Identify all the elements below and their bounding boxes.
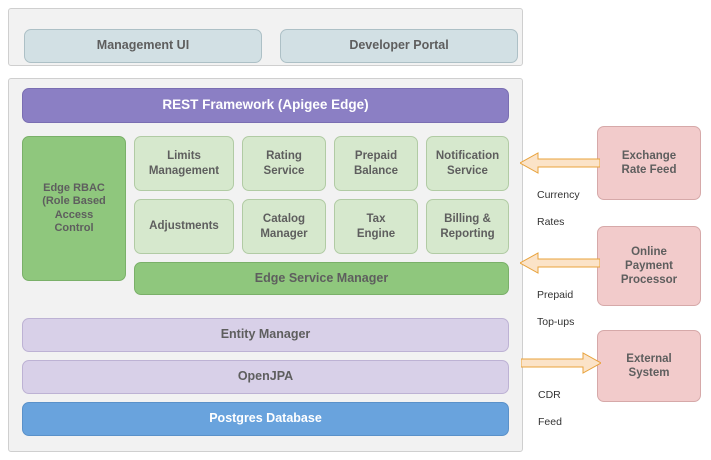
arrow-left-currency-rates [520, 152, 600, 174]
edge-rbac-line-2: (Role Based [42, 195, 106, 208]
external-box-exchange-rate-feed[interactable]: Exchange Rate Feed [597, 126, 701, 200]
service-label-line-2: Manager [260, 227, 308, 240]
client-box-management-ui[interactable]: Management UI [24, 29, 262, 63]
flow-label-line-1: CDR [538, 389, 561, 402]
flow-label-prepaid-topups: Prepaid Top-ups [537, 276, 574, 343]
service-label-line-1: Adjustments [149, 220, 219, 233]
external-label-line-2: Rate Feed [621, 164, 677, 176]
service-label-line-1: Prepaid [354, 150, 398, 163]
client-box-developer-portal[interactable]: Developer Portal [280, 29, 518, 63]
external-label-line-1: Exchange [621, 149, 677, 162]
service-label-line-2: Service [263, 164, 305, 177]
flow-label-line-1: Prepaid [537, 289, 574, 302]
flow-label-line-2: Rates [537, 216, 565, 229]
service-box-limits-management[interactable]: Limits Management [134, 136, 234, 191]
edge-service-manager-bar[interactable]: Edge Service Manager [134, 262, 509, 295]
service-label-line-1: Tax [366, 213, 386, 226]
openjpa-bar[interactable]: OpenJPA [22, 360, 509, 394]
service-label-line-2: Engine [356, 227, 396, 240]
edge-rbac-line-3: Access [54, 208, 94, 221]
flow-label-line-2: Top-ups [537, 316, 575, 329]
flow-label-cdr-feed: CDR Feed [538, 376, 562, 443]
edge-rbac-box[interactable]: Edge RBAC (Role Based Access Control [22, 136, 126, 281]
service-label-line-2: Balance [353, 164, 399, 177]
service-box-notification-service[interactable]: Notification Service [426, 136, 509, 191]
flow-label-line-2: Feed [538, 416, 562, 429]
external-label-line-1: Online [631, 245, 667, 258]
client-layer-panel: Management UI Developer Portal [8, 8, 523, 66]
service-box-billing-reporting[interactable]: Billing & Reporting [426, 199, 509, 254]
service-box-rating-service[interactable]: Rating Service [242, 136, 326, 191]
external-label-line-1: External [626, 352, 672, 365]
entity-manager-bar[interactable]: Entity Manager [22, 318, 509, 352]
service-label-line-1: Catalog [262, 213, 306, 226]
service-label-line-1: Billing & [444, 213, 491, 226]
service-label-line-2: Service [447, 164, 488, 177]
flow-label-line-1: Currency [537, 189, 580, 202]
service-label-line-1: Limits [167, 150, 201, 163]
external-label-line-3: Processor [620, 274, 678, 286]
external-box-online-payment-processor[interactable]: Online Payment Processor [597, 226, 701, 306]
external-box-external-system[interactable]: External System [597, 330, 701, 402]
service-box-prepaid-balance[interactable]: Prepaid Balance [334, 136, 418, 191]
service-box-catalog-manager[interactable]: Catalog Manager [242, 199, 326, 254]
service-label-line-1: Rating [266, 150, 302, 163]
rest-framework-bar[interactable]: REST Framework (Apigee Edge) [22, 88, 509, 123]
service-box-adjustments[interactable]: Adjustments [134, 199, 234, 254]
service-box-tax-engine[interactable]: Tax Engine [334, 199, 418, 254]
flow-label-currency-rates: Currency Rates [537, 176, 580, 243]
edge-rbac-line-4: Control [54, 221, 94, 234]
service-label-line-2: Management [148, 164, 220, 177]
external-label-line-2: System [628, 367, 670, 379]
external-label-line-2: Payment [625, 259, 673, 272]
edge-rbac-line-1: Edge RBAC [43, 181, 105, 194]
service-label-line-1: Notification [435, 150, 500, 163]
service-label-line-2: Reporting [440, 227, 495, 240]
arrow-left-prepaid-topups [520, 252, 600, 274]
postgres-database-bar[interactable]: Postgres Database [22, 402, 509, 436]
arrow-right-cdr-feed [521, 352, 601, 374]
